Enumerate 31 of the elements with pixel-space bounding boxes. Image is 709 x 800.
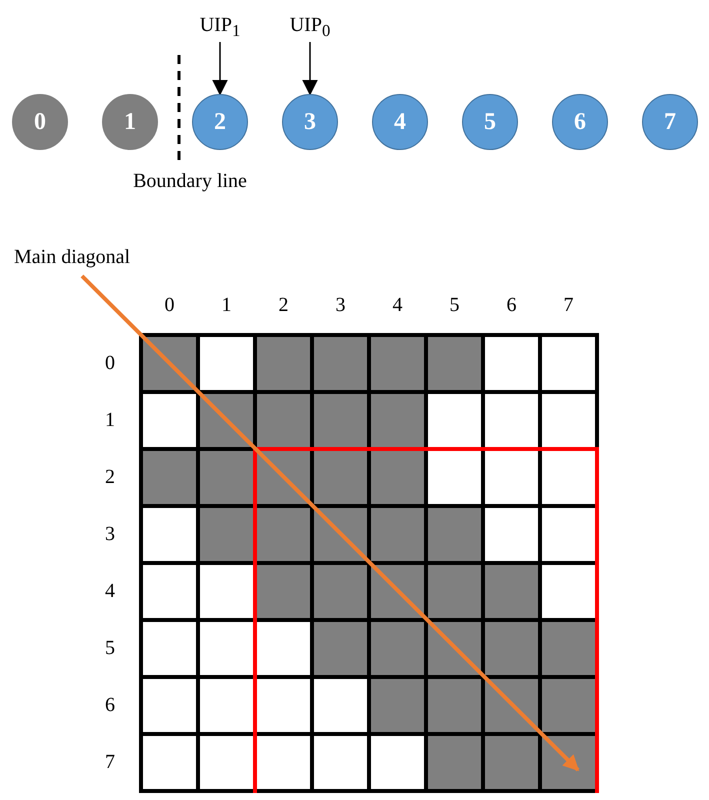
numbered-circle: 2	[192, 94, 248, 150]
row-index: 2	[105, 466, 115, 488]
column-index: 7	[564, 294, 574, 316]
column-index: 4	[392, 294, 402, 316]
column-index: 1	[222, 294, 232, 316]
annotation-label: UIP$_{0}$	[290, 14, 330, 40]
numbered-circle: 0	[12, 94, 68, 150]
row-index: 1	[105, 408, 115, 430]
numbered-circle: 6	[552, 94, 608, 150]
row-index: 3	[105, 522, 115, 544]
row-index: 5	[105, 636, 115, 658]
column-index: 6	[506, 294, 516, 316]
numbered-circle: 5	[462, 94, 518, 150]
annotation-label: UIP$_{1}$	[200, 14, 240, 40]
numbered-circle: 1	[102, 94, 158, 150]
arrow	[302, 42, 318, 96]
numbered-circle: 3	[282, 94, 338, 150]
row-index: 6	[105, 694, 115, 716]
row-index: 7	[105, 750, 115, 772]
arrow	[212, 42, 228, 96]
annotation-label: Main diagonal	[14, 246, 130, 268]
column-index: 2	[278, 294, 288, 316]
numbered-circle: 7	[642, 94, 698, 150]
column-index: 3	[336, 294, 346, 316]
boundary-caption: Boundary line	[133, 170, 247, 192]
column-index: 5	[450, 294, 460, 316]
numbered-circle: 4	[372, 94, 428, 150]
arrow	[80, 274, 580, 772]
column-index: 0	[164, 294, 174, 316]
row-index: 4	[105, 580, 115, 602]
row-index: 0	[105, 352, 115, 374]
